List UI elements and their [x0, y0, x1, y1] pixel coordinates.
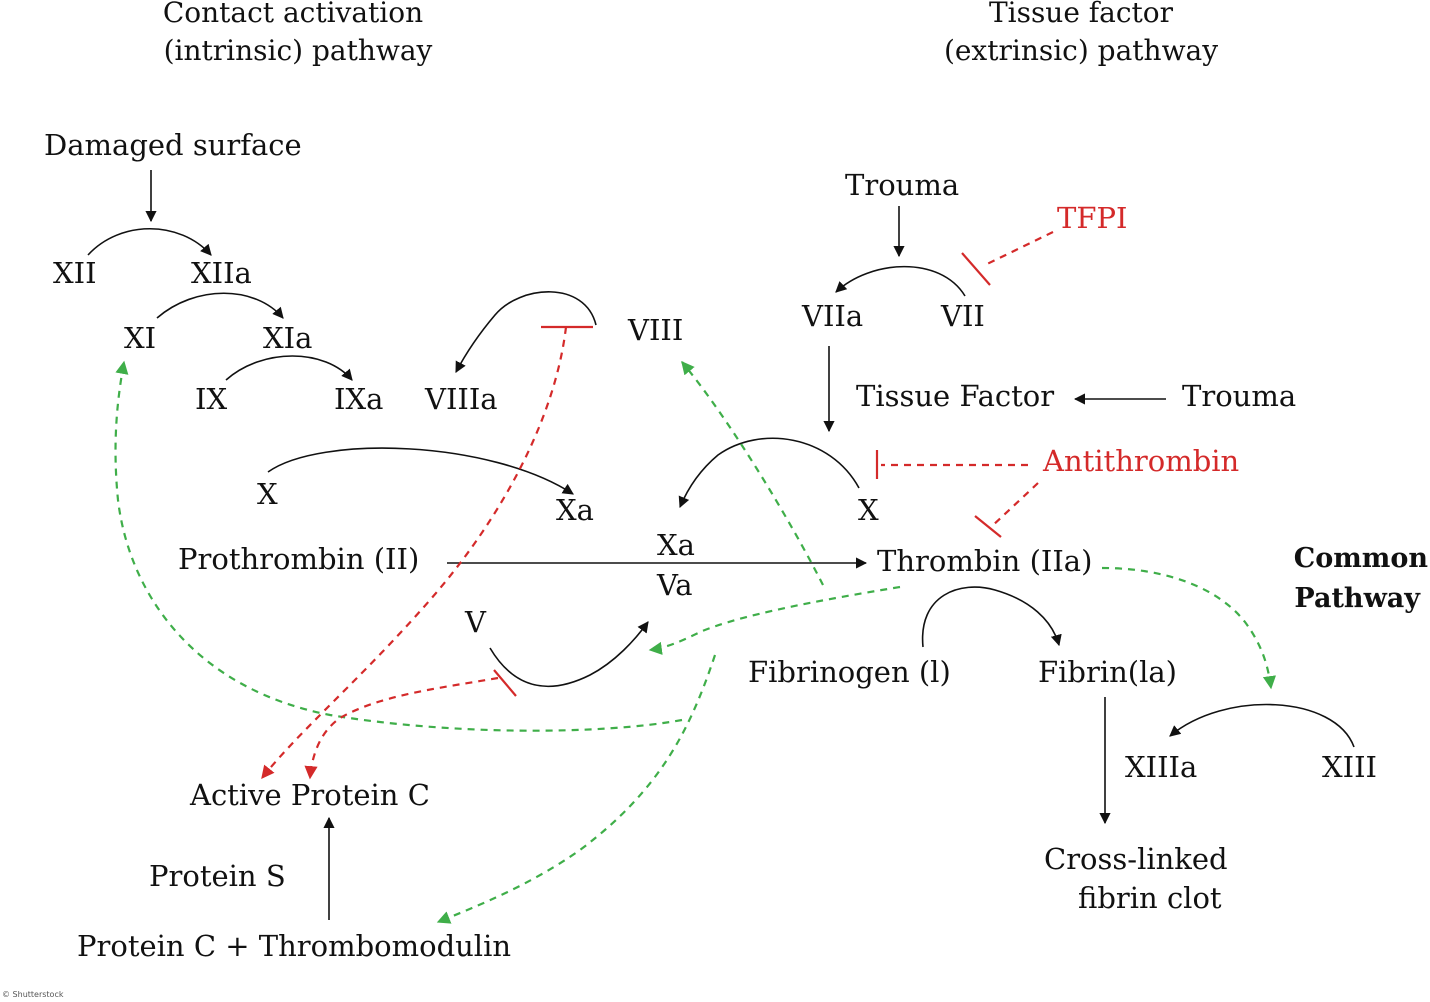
- inhibition-tfpi-line: [984, 231, 1054, 266]
- node-prothrombin: Prothrombin (II): [178, 542, 419, 576]
- node-xa-complex: Xa: [657, 528, 695, 562]
- feedback-thrombin-to-thrombomodulin: [436, 654, 717, 924]
- node-ix: IX: [195, 382, 227, 416]
- node-clot-line2: fibrin clot: [1078, 881, 1222, 915]
- node-vii: VII: [940, 299, 985, 333]
- arrow-v-to-va: [489, 621, 649, 688]
- arrow-x-to-xa-extrinsic: [678, 437, 860, 509]
- inhibition-apc-va: [304, 676, 499, 780]
- arrow-ix-to-ixa: [225, 355, 353, 381]
- node-xia: XIa: [263, 321, 312, 355]
- arrow-xii-to-xiia: [87, 228, 212, 256]
- node-xa-intrinsic: Xa: [556, 493, 594, 527]
- feedback-thrombin-to-viii: [681, 360, 824, 586]
- node-tissue-factor: Tissue Factor: [856, 379, 1054, 413]
- arrow-xi-to-xia: [156, 292, 284, 319]
- node-xii: XII: [53, 256, 97, 290]
- node-xiia: XIIa: [191, 256, 252, 290]
- arrow-vii-to-viia: [835, 265, 966, 297]
- inhibition-bar-thrombin: [974, 515, 1002, 538]
- intrinsic-header-line2: (intrinsic) pathway: [164, 34, 433, 67]
- arrow-xiii-to-xiiia: [1169, 703, 1355, 748]
- node-fibrin: Fibrin(la): [1038, 655, 1177, 689]
- node-tfpi: TFPI: [1057, 201, 1127, 235]
- feedback-thrombin-to-va: [648, 585, 901, 655]
- node-xiii: XIII: [1322, 750, 1377, 784]
- arrow-viii-to-viiia: [455, 291, 597, 373]
- node-damaged-surface: Damaged surface: [44, 128, 302, 162]
- inhibition-bar-v: [493, 669, 517, 697]
- inhibition-antithrombin-thrombin-line: [989, 482, 1039, 529]
- node-xi: XI: [124, 321, 156, 355]
- node-thrombin: Thrombin (IIa): [877, 544, 1092, 578]
- node-x-extrinsic: X: [858, 493, 879, 527]
- inhibition-apc-viiia: [261, 326, 568, 780]
- node-viiia: VIIIa: [424, 382, 498, 416]
- arrow-fibrinogen-to-fibrin: [921, 586, 1062, 648]
- inhibition-bar-vii: [961, 252, 991, 286]
- extrinsic-header-line2: (extrinsic) pathway: [944, 34, 1218, 67]
- feedback-thrombin-to-xiii: [1101, 566, 1277, 690]
- feedback-thrombin-to-xi: [114, 360, 683, 732]
- node-antithrombin: Antithrombin: [1042, 444, 1239, 478]
- node-viii: VIII: [627, 313, 683, 347]
- node-ixa: IXa: [334, 382, 383, 416]
- node-xiiia: XIIIa: [1125, 750, 1197, 784]
- common-header-line1: Common: [1294, 543, 1429, 574]
- intrinsic-header-line1: Contact activation: [163, 0, 423, 29]
- node-v: V: [464, 605, 487, 639]
- node-protein-c-thrombomodulin: Protein C + Thrombomodulin: [77, 929, 511, 963]
- node-protein-s: Protein S: [149, 859, 286, 893]
- common-header-line2: Pathway: [1294, 583, 1421, 614]
- node-fibrinogen: Fibrinogen (l): [748, 655, 951, 689]
- arrow-x-to-xa-intrinsic: [267, 447, 574, 495]
- node-active-protein-c: Active Protein C: [189, 778, 430, 812]
- extrinsic-header-line1: Tissue factor: [989, 0, 1174, 29]
- credit-text: © Shutterstock: [2, 990, 64, 999]
- node-x-intrinsic: X: [257, 477, 278, 511]
- node-va-complex: Va: [656, 568, 693, 602]
- node-trauma-right: Trouma: [1182, 379, 1296, 413]
- node-trauma-top: Trouma: [845, 168, 959, 202]
- node-clot-line1: Cross-linked: [1044, 842, 1228, 876]
- node-viia: VIIa: [801, 299, 863, 333]
